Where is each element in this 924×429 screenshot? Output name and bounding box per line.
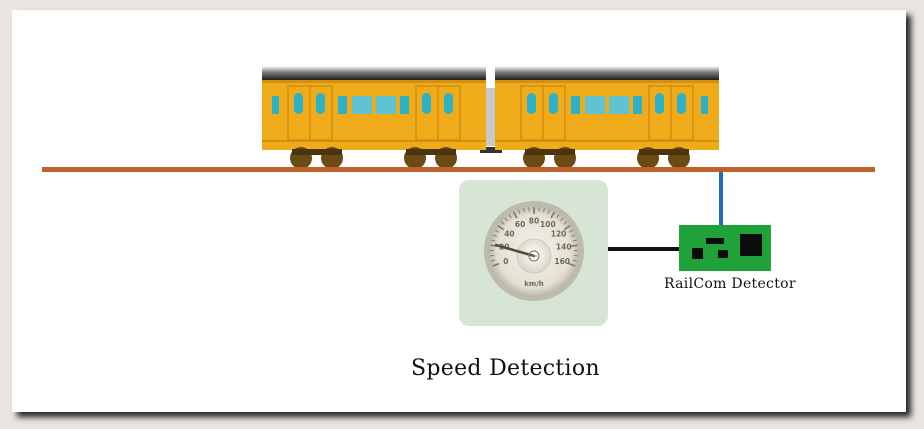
dial-tick <box>500 221 505 225</box>
dial-tick <box>504 217 508 222</box>
dial-tick <box>497 225 505 231</box>
speedometer-unit: km/h <box>524 280 544 288</box>
detector-chip <box>706 238 724 244</box>
dial-tick <box>518 209 521 214</box>
diagram-caption: Speed Detection <box>411 356 600 381</box>
dial-tick <box>572 259 577 262</box>
car-window <box>549 93 558 114</box>
car-roof <box>262 66 486 80</box>
car-window <box>571 96 580 114</box>
speedometer-center-cap <box>528 250 540 262</box>
tick-label: 120 <box>551 229 567 238</box>
car-roof <box>495 66 719 80</box>
car-window <box>272 96 279 114</box>
dial-tick <box>569 229 574 233</box>
speedometer: 0 20 40 60 80 100 120 140 160 km/h <box>459 180 608 326</box>
tick-label: 140 <box>556 243 572 252</box>
dial-tick <box>523 208 525 213</box>
dial-tick <box>492 262 500 267</box>
detector-label: RailCom Detector <box>664 276 796 292</box>
dial-tick <box>572 239 577 242</box>
tick-label: 40 <box>504 229 514 238</box>
dial-tick <box>543 208 545 213</box>
car-window <box>316 93 325 114</box>
car-body <box>262 80 486 150</box>
speedometer-needle <box>494 243 536 258</box>
dial-tick <box>550 211 556 219</box>
train <box>262 66 719 169</box>
car-window <box>338 96 347 114</box>
blue-wire <box>719 172 723 226</box>
car-gangway <box>485 88 497 146</box>
dial-tick <box>570 244 578 247</box>
black-wire <box>607 247 680 251</box>
tick-label: 100 <box>540 220 556 229</box>
detector-chip <box>692 248 703 259</box>
coupler <box>480 147 502 153</box>
dial-tick <box>571 234 576 237</box>
dial-tick <box>563 225 571 231</box>
train-car-right <box>495 66 719 169</box>
detector-chip <box>740 234 762 256</box>
dial-tick <box>560 217 564 222</box>
tick-label: 160 <box>554 257 570 266</box>
car-body <box>495 80 719 150</box>
dial-tick <box>508 214 512 219</box>
track-rail <box>42 167 875 172</box>
railcom-detector <box>679 225 771 271</box>
train-car-left <box>262 66 486 169</box>
dial-tick <box>492 234 497 237</box>
car-window <box>527 93 536 114</box>
car-window <box>352 96 372 114</box>
dial-tick <box>563 221 568 225</box>
car-window <box>633 96 642 114</box>
dial-tick <box>491 259 496 262</box>
car-window <box>400 96 409 114</box>
dial-tick <box>568 262 576 267</box>
tick-label: 0 <box>503 257 508 266</box>
detector-chip <box>718 250 728 258</box>
tick-label: 80 <box>529 217 539 226</box>
dial-tick <box>512 211 518 219</box>
tick-label: 60 <box>515 220 525 229</box>
car-window <box>677 93 686 114</box>
car-window <box>585 96 605 114</box>
car-window <box>655 93 664 114</box>
dial-tick <box>491 239 496 242</box>
car-window <box>294 93 303 114</box>
car-window <box>444 93 453 114</box>
dial-tick <box>494 229 499 233</box>
car-window <box>701 96 708 114</box>
dial-tick <box>556 214 560 219</box>
car-window <box>422 93 431 114</box>
car-window <box>376 96 396 114</box>
dial-tick <box>547 209 550 214</box>
car-window <box>609 96 629 114</box>
